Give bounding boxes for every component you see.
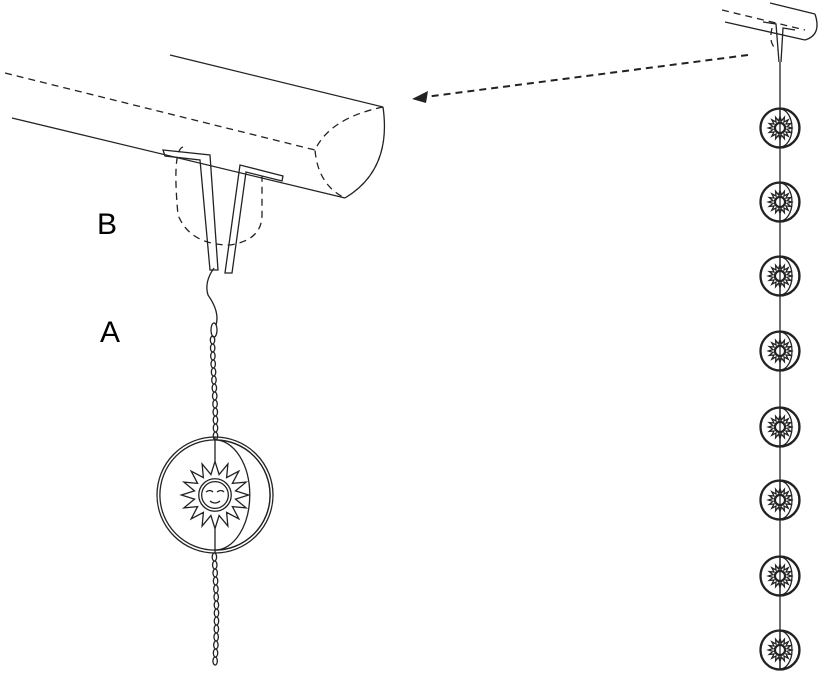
chain-link: [209, 335, 216, 345]
chain-link: [212, 648, 219, 658]
sun-face: [773, 195, 787, 209]
sun-face: [198, 478, 232, 512]
chain-link: [213, 640, 219, 650]
chain-link: [212, 407, 219, 417]
sun-face-inner: [774, 122, 786, 134]
chain-link: [211, 375, 217, 385]
sun-face-inner: [774, 196, 786, 208]
chain-link: [213, 600, 220, 610]
chain-link: [211, 383, 218, 393]
chain-link: [211, 552, 218, 562]
dashed-arrow-icon: [412, 54, 749, 103]
sun-face-inner: [774, 644, 786, 656]
chain-link: [212, 656, 218, 666]
label-a: A: [100, 316, 121, 349]
chain-lower: [211, 552, 220, 666]
chain-link: [211, 560, 218, 570]
sun-face-inner: [201, 481, 229, 509]
sun-face: [773, 569, 787, 583]
sun-face-inner: [774, 494, 786, 506]
sun-face-inner: [774, 270, 786, 282]
chain-link: [211, 391, 218, 401]
small-ornament: [759, 406, 801, 448]
small-ornament: [759, 181, 801, 223]
small-ornament: [759, 629, 801, 671]
small-ornament: [759, 555, 801, 597]
chain-link: [210, 351, 216, 361]
chain-link: [213, 616, 220, 626]
sun-face: [773, 420, 787, 434]
sun-face: [773, 643, 787, 657]
sun-rays: [179, 459, 251, 531]
small-gutter-icon: [721, 2, 818, 63]
s-hook-icon: [206, 267, 218, 338]
chain: [209, 335, 219, 441]
gutter-hook-icon: [162, 146, 284, 274]
small-ornament: [759, 479, 801, 521]
small-ornament: [759, 330, 801, 372]
sun-face: [773, 493, 787, 507]
sun-face: [773, 269, 787, 283]
chain-link: [212, 576, 219, 586]
sun-face: [773, 121, 787, 135]
chain-link: [213, 584, 219, 594]
chain-link: [212, 423, 219, 433]
chain-link: [210, 359, 217, 369]
gutter-detail: [4, 54, 386, 199]
moon-shape: [214, 439, 271, 551]
sun-face-inner: [774, 421, 786, 433]
sun-face-inner: [774, 570, 786, 582]
chain-link: [210, 367, 217, 377]
chain-link: [209, 343, 216, 353]
chain-link: [212, 415, 219, 425]
sun-moon-ornament-icon: [156, 436, 274, 554]
chain-link: [213, 608, 220, 618]
chain-link: [212, 568, 219, 578]
chain-link: [213, 592, 220, 602]
chain-link: [213, 632, 220, 642]
label-b: B: [97, 208, 118, 241]
chain-link: [213, 624, 220, 634]
small-ornament: [759, 255, 801, 297]
chain-link: [212, 399, 218, 409]
sun-face-inner: [774, 345, 786, 357]
sun-face: [773, 344, 787, 358]
face-features: [205, 489, 225, 504]
small-ornament: [759, 107, 801, 149]
ornament-strand: [759, 107, 801, 671]
